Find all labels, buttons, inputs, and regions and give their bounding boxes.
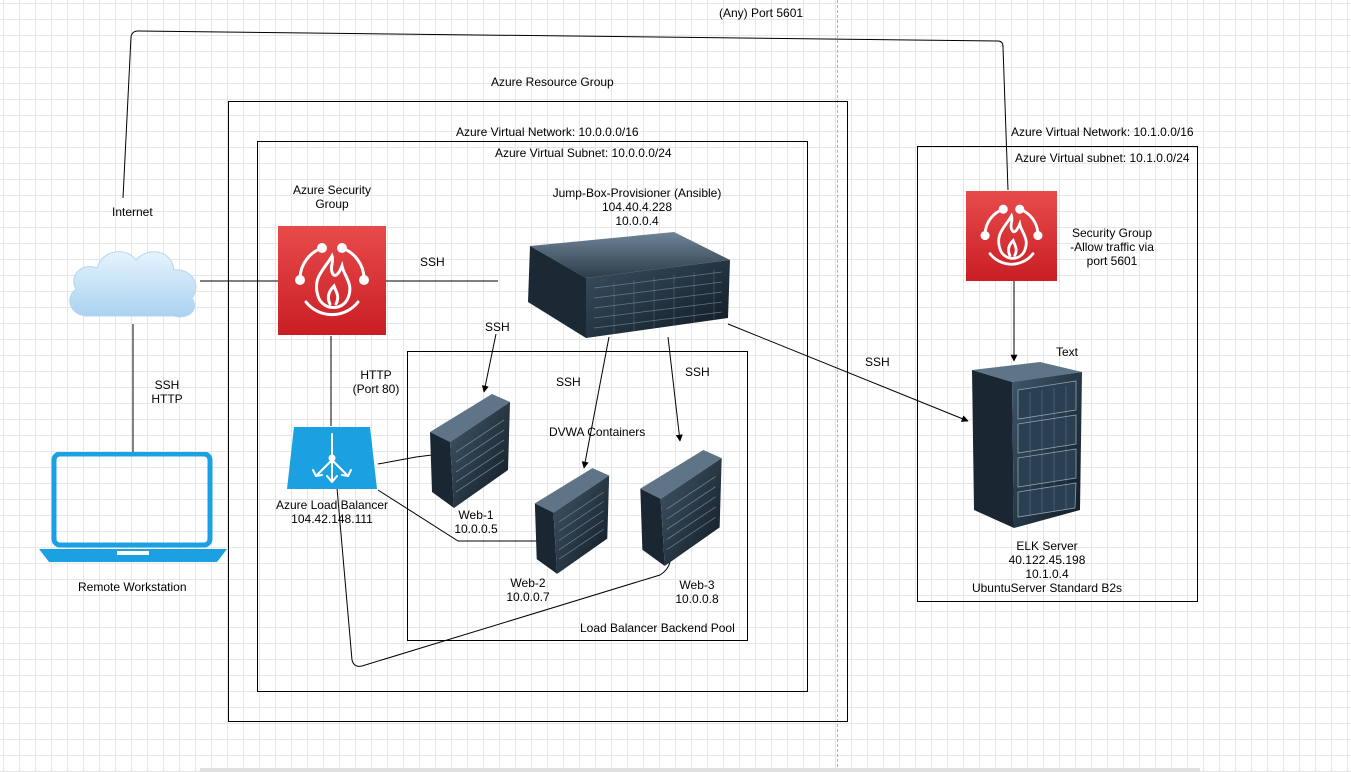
- jumpbox-ssh-elk-arrow: [727, 323, 969, 422]
- azure-sg-label-line2: Group: [315, 197, 349, 211]
- jumpbox-server[interactable]: [524, 230, 732, 342]
- resource-group-box: [228, 101, 848, 722]
- dvwa-containers-label: DVWA Containers: [549, 425, 646, 439]
- elk-private-ip: 10.1.0.4: [1025, 567, 1069, 581]
- load-balancer-label: Azure Load Balancer 104.42.148.111: [266, 498, 398, 526]
- server-icon: [640, 450, 722, 566]
- http-protocol-label: HTTP: [151, 392, 183, 406]
- jumpbox-name: Jump-Box-Provisioner (Ansible): [552, 186, 722, 200]
- load-balancer-icon: [287, 427, 377, 489]
- lb-to-web1-connector: [377, 454, 433, 465]
- firewall-icon: [980, 204, 1043, 266]
- jumpbox-public-ip: 104.40.4.228: [601, 200, 673, 214]
- elk-vm-size: UbuntuServer Standard B2s: [971, 581, 1123, 595]
- http-label: HTTP: [360, 368, 392, 382]
- ssh-http-label: SSH HTTP: [140, 378, 194, 406]
- any-port-label: (Any) Port 5601: [719, 6, 804, 20]
- jumpbox-ssh-web3-arrow: [667, 336, 683, 442]
- load-balancer-ip: 104.42.148.111: [291, 512, 373, 526]
- web3-ip: 10.0.0.8: [675, 592, 719, 606]
- server-icon: [534, 468, 610, 574]
- vnet2-label: Azure Virtual Network: 10.1.0.0/16: [1011, 125, 1194, 139]
- page-divider: [837, 0, 838, 772]
- ssh-label: SSH: [154, 378, 180, 392]
- web1-name: Web-1: [458, 508, 494, 522]
- server-icon: [972, 362, 1082, 528]
- port80-label: (Port 80): [352, 382, 400, 396]
- ssh-elk-label: SSH: [865, 355, 890, 369]
- jumpbox-label: Jump-Box-Provisioner (Ansible) 104.40.4.…: [537, 186, 737, 228]
- subnet2-label: Azure Virtual subnet: 10.1.0.0/24: [1015, 151, 1190, 165]
- resource-group-label: Azure Resource Group: [491, 75, 614, 89]
- elk-label: ELK Server 40.122.45.198 10.1.0.4 Ubuntu…: [957, 539, 1137, 595]
- http-port80-label: HTTP (Port 80): [340, 368, 412, 396]
- web2-label: Web-2 10.0.0.7: [492, 576, 564, 604]
- sg2-label-line3: port 5601: [1086, 254, 1138, 268]
- azure-sg-label: Azure Security Group: [276, 183, 388, 211]
- web2-server[interactable]: [533, 466, 611, 576]
- vnet1-label: Azure Virtual Network: 10.0.0.0/16: [456, 125, 639, 139]
- vnet2-box: [917, 146, 1198, 602]
- web1-server[interactable]: [428, 392, 512, 510]
- lb-to-web3-connector: [336, 487, 671, 667]
- sg2-label-line1: Security Group: [1071, 226, 1153, 240]
- horizontal-scrollbar[interactable]: [200, 768, 1200, 772]
- remote-workstation-label: Remote Workstation: [78, 580, 187, 594]
- server-icon: [430, 394, 510, 508]
- web3-server[interactable]: [638, 448, 724, 568]
- internet-label: Internet: [112, 205, 153, 219]
- web2-ip: 10.0.0.7: [506, 590, 550, 604]
- web2-name: Web-2: [510, 576, 546, 590]
- web3-label: Web-3 10.0.0.8: [661, 578, 733, 606]
- sg2-label: Security Group -Allow traffic via port 5…: [1060, 226, 1164, 268]
- security-group-5601[interactable]: [966, 191, 1057, 281]
- jumpbox-ssh-web1-arrow: [481, 333, 497, 393]
- firewall-icon: [295, 243, 369, 317]
- elk-server[interactable]: [970, 360, 1084, 530]
- subnet1-label: Azure Virtual Subnet: 10.0.0.0/24: [495, 146, 672, 160]
- web1-label: Web-1 10.0.0.5: [440, 508, 512, 536]
- ssh-jumpbox-web1-label: SSH: [485, 320, 510, 334]
- web1-ip: 10.0.0.5: [454, 522, 498, 536]
- ssh-pool-label: SSH: [556, 375, 581, 389]
- cloud-icon: [64, 240, 202, 322]
- load-balancer-name: Azure Load Balancer: [275, 498, 389, 512]
- azure-load-balancer[interactable]: [286, 426, 378, 490]
- jumpbox-ssh-web2-arrow: [581, 336, 610, 469]
- internet-port5601-connector: [122, 30, 1009, 199]
- backend-pool-box: [407, 351, 748, 641]
- jumpbox-private-ip: 10.0.0.4: [615, 214, 659, 228]
- elk-public-ip: 40.122.45.198: [1008, 553, 1086, 567]
- elk-name: ELK Server: [1016, 539, 1078, 553]
- lb-to-web2-connector: [377, 489, 540, 542]
- web3-name: Web-3: [679, 578, 715, 592]
- server-icon: [528, 232, 730, 338]
- laptop-icon: [37, 452, 229, 564]
- azure-sg-label-line1: Azure Security: [292, 183, 372, 197]
- backend-pool-label: Load Balancer Backend Pool: [580, 621, 735, 635]
- sg2-label-line2: -Allow traffic via: [1070, 240, 1154, 254]
- ssh-sg-jumpbox-label: SSH: [420, 255, 445, 269]
- ssh-jumpbox-web3-label: SSH: [685, 365, 710, 379]
- azure-security-group[interactable]: [278, 226, 386, 335]
- vnet1-box: [257, 141, 808, 692]
- text-label: Text: [1056, 345, 1079, 359]
